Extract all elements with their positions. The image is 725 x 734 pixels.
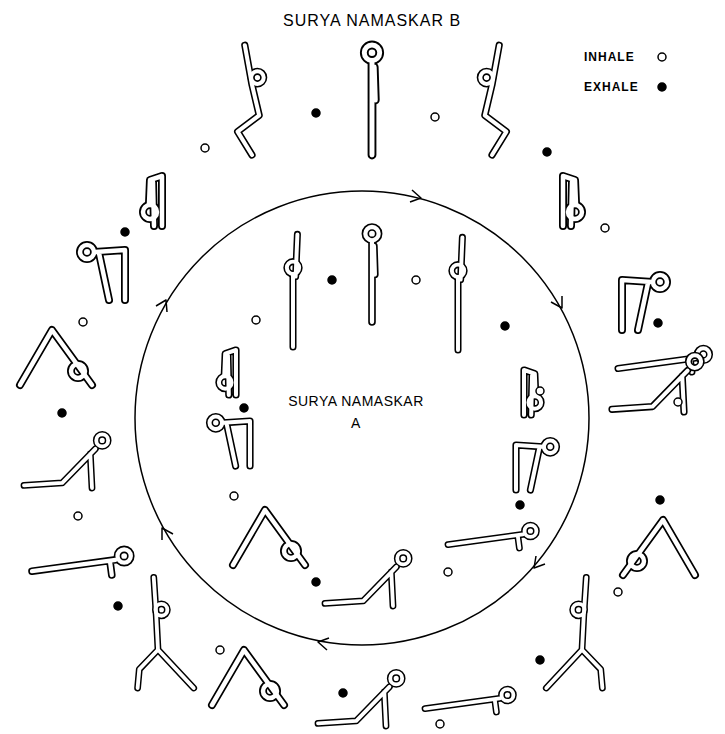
pose-figure [480,45,506,155]
legend-label: EXHALE [584,80,639,94]
exhale-sample [658,83,666,91]
pose-figure [212,650,284,705]
pose-figure [219,350,236,395]
pose-figure [287,234,299,347]
circle-outline [134,190,590,646]
pose-figure [32,549,131,575]
direction-arrows [156,190,562,650]
pose-figure [80,245,125,300]
pose-figure [24,434,108,488]
pose-figure [143,176,162,226]
pose-figure [238,45,264,155]
pose-figure [622,275,667,330]
inhale-sample [658,53,666,61]
legend-label: INHALE [584,50,635,64]
pose-figure [318,672,402,726]
pose-figure [20,330,92,385]
diagram-title: SURYA NAMASKAR B [281,12,463,30]
pose-figure [325,552,409,606]
sequence-label: SURYA NAMASKAR A [286,390,426,435]
pose-figure [612,355,701,412]
breath-dots [58,109,682,728]
pose-figure [623,520,695,575]
pose-figure [448,525,536,548]
pose-figure [364,45,379,155]
pose-figure [516,441,557,491]
pose-figure [452,237,464,350]
pose-figure [425,689,513,712]
pose-figure [233,510,305,565]
pose-figure [563,176,582,226]
pose-figure [546,578,602,689]
sequence-circle: SURYA NAMASKAR A [134,190,590,646]
pose-figure [210,417,251,467]
pose-figure [365,227,378,322]
pose-figure [138,578,194,689]
